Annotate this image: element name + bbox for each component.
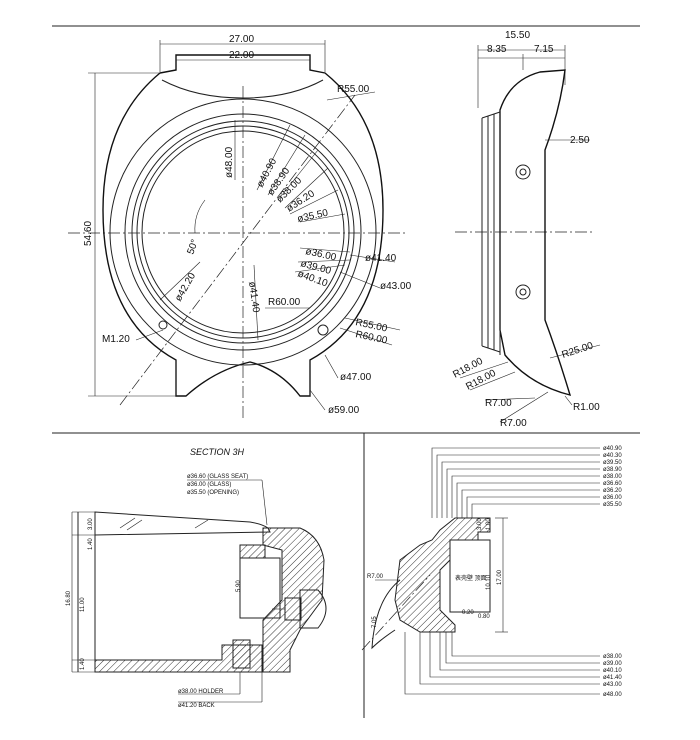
r7-a: R7.00 [485, 398, 512, 409]
r7-b: R7.00 [500, 418, 527, 429]
dim-1-40-bot: 1.40 [80, 658, 86, 670]
crown [299, 589, 327, 629]
dim-d43: ø43.00 [380, 281, 412, 292]
dim-22: 22.00 [229, 50, 254, 61]
r1: R1.00 [573, 402, 600, 413]
dim-11-00: 11.00 [80, 597, 86, 612]
case-wall-section [262, 527, 325, 673]
holder-screw [232, 639, 251, 669]
detail-bottom-label-4: ø43.00 [603, 682, 622, 688]
detail-bottom-label-3: ø41.40 [603, 675, 622, 681]
detail-v-7-05: 7.05 [372, 616, 378, 628]
r25: R25.00 [561, 340, 595, 361]
gasket [239, 544, 266, 559]
dim-7-15: 7.15 [534, 44, 554, 55]
crown-hole [317, 324, 329, 336]
dim-d59: ø59.00 [328, 405, 360, 416]
detail-note: 表壳壁 顶面 [455, 574, 487, 582]
detail-v-0-20: 0.20 [462, 610, 474, 616]
top-view: 27.00 22.00 54.60 R55.00 ø48.00 ø40.90 ø… [68, 34, 412, 418]
detail-v-1: 1.00 [486, 518, 492, 530]
dim-3-00: 3.00 [88, 518, 94, 530]
dial-inner [136, 125, 350, 339]
detail-top-label-1: ø40.30 [603, 453, 622, 459]
side-crown-lower [515, 284, 531, 300]
opening-label: ø35.50 (OPENING) [187, 490, 239, 496]
back-label: ø41.20 BACK [178, 703, 215, 709]
lower-right-dims: ø36.00 ø39.00 ø40.10 ø41.40 ø43.00 [294, 246, 412, 292]
detail-v-10-10: 10.10 [486, 574, 492, 590]
detail-top-label-7: ø36.00 [603, 495, 622, 501]
detail-top-label-4: ø38.00 [603, 474, 622, 480]
detail-top-label-8: ø35.50 [603, 502, 622, 508]
detail-case-profile [394, 517, 491, 633]
dim-27: 27.00 [229, 34, 254, 45]
holder-label: ø38.00 HOLDER [178, 689, 224, 695]
dim-2-50: 2.50 [570, 135, 590, 146]
dim-16-80: 16.80 [66, 590, 72, 606]
dim-5-90: 5.90 [236, 580, 242, 592]
upper-right-dims: ø40.90 ø38.90 ø38.00 ø36.20 ø35.50 [255, 124, 346, 225]
detail-bottom-label-1: ø39.00 [603, 661, 622, 667]
side-case-profile [499, 69, 572, 396]
detail-section: ø40.90 ø40.30 ø39.50 ø38.90 ø38.00 ø36.6… [361, 446, 622, 698]
r55-top: R55.00 [337, 84, 370, 95]
section-title: SECTION 3H [190, 447, 245, 457]
glass-label: ø36.00 (GLASS) [187, 482, 231, 488]
dim-d42-20: ø42.20 [173, 271, 198, 304]
detail-v-3: 3.00 [477, 518, 483, 530]
bezel-inner [124, 113, 362, 351]
detail-v-17: 17.00 [497, 569, 503, 585]
detail-v-0-80: 0.80 [478, 614, 490, 620]
m1-20: M1.20 [102, 334, 130, 345]
detail-top-label-5: ø36.60 [603, 481, 622, 487]
movement-block [239, 557, 281, 619]
detail-top-leaders [431, 447, 600, 518]
angle-50: 50° [185, 238, 201, 256]
dim-d41-40-right: ø41.40 [365, 253, 397, 264]
dim-1-40-top: 1.40 [88, 538, 94, 550]
dim-d35-50: ø35.50 [296, 208, 329, 225]
dim-d41-40-center: ø41.40 [246, 281, 261, 314]
detail-bottom-label-2: ø40.10 [603, 668, 622, 674]
detail-r7: R7.00 [367, 574, 384, 580]
dial-outer [131, 120, 355, 344]
detail-lug [371, 579, 401, 650]
bezel-outer [109, 98, 377, 366]
lug-hole [158, 320, 168, 330]
detail-top-label-6: ø36.20 [603, 488, 622, 494]
detail-top-label-2: ø39.50 [603, 460, 622, 466]
detail-bottom-leaders [404, 632, 600, 695]
crystal-edge [141, 130, 345, 334]
side-view: 15.50 8.35 7.15 2.50 R18.00 R18.00 R25.0… [451, 30, 600, 429]
r60-center: R60.00 [268, 297, 301, 308]
detail-bottom-label-5: ø48.00 [603, 692, 622, 698]
detail-top-label-0: ø40.90 [603, 446, 622, 452]
crystal [94, 511, 271, 536]
section-3h: SECTION 3H ø36.60 (GLASS SEAT) ø36.00 (G… [66, 447, 327, 709]
detail-top-label-3: ø38.90 [603, 467, 622, 473]
detail-bottom-label-0: ø38.00 [603, 654, 622, 660]
side-crown-upper [515, 164, 531, 180]
dim-8-35: 8.35 [487, 44, 507, 55]
dim-54-60: 54.60 [83, 221, 94, 246]
glass-seat-label: ø36.60 (GLASS SEAT) [187, 474, 248, 480]
dim-d48: ø48.00 [224, 146, 235, 178]
dim-d47: ø47.00 [340, 372, 372, 383]
detail-inner-block [449, 539, 491, 613]
dim-15-50: 15.50 [505, 30, 530, 41]
